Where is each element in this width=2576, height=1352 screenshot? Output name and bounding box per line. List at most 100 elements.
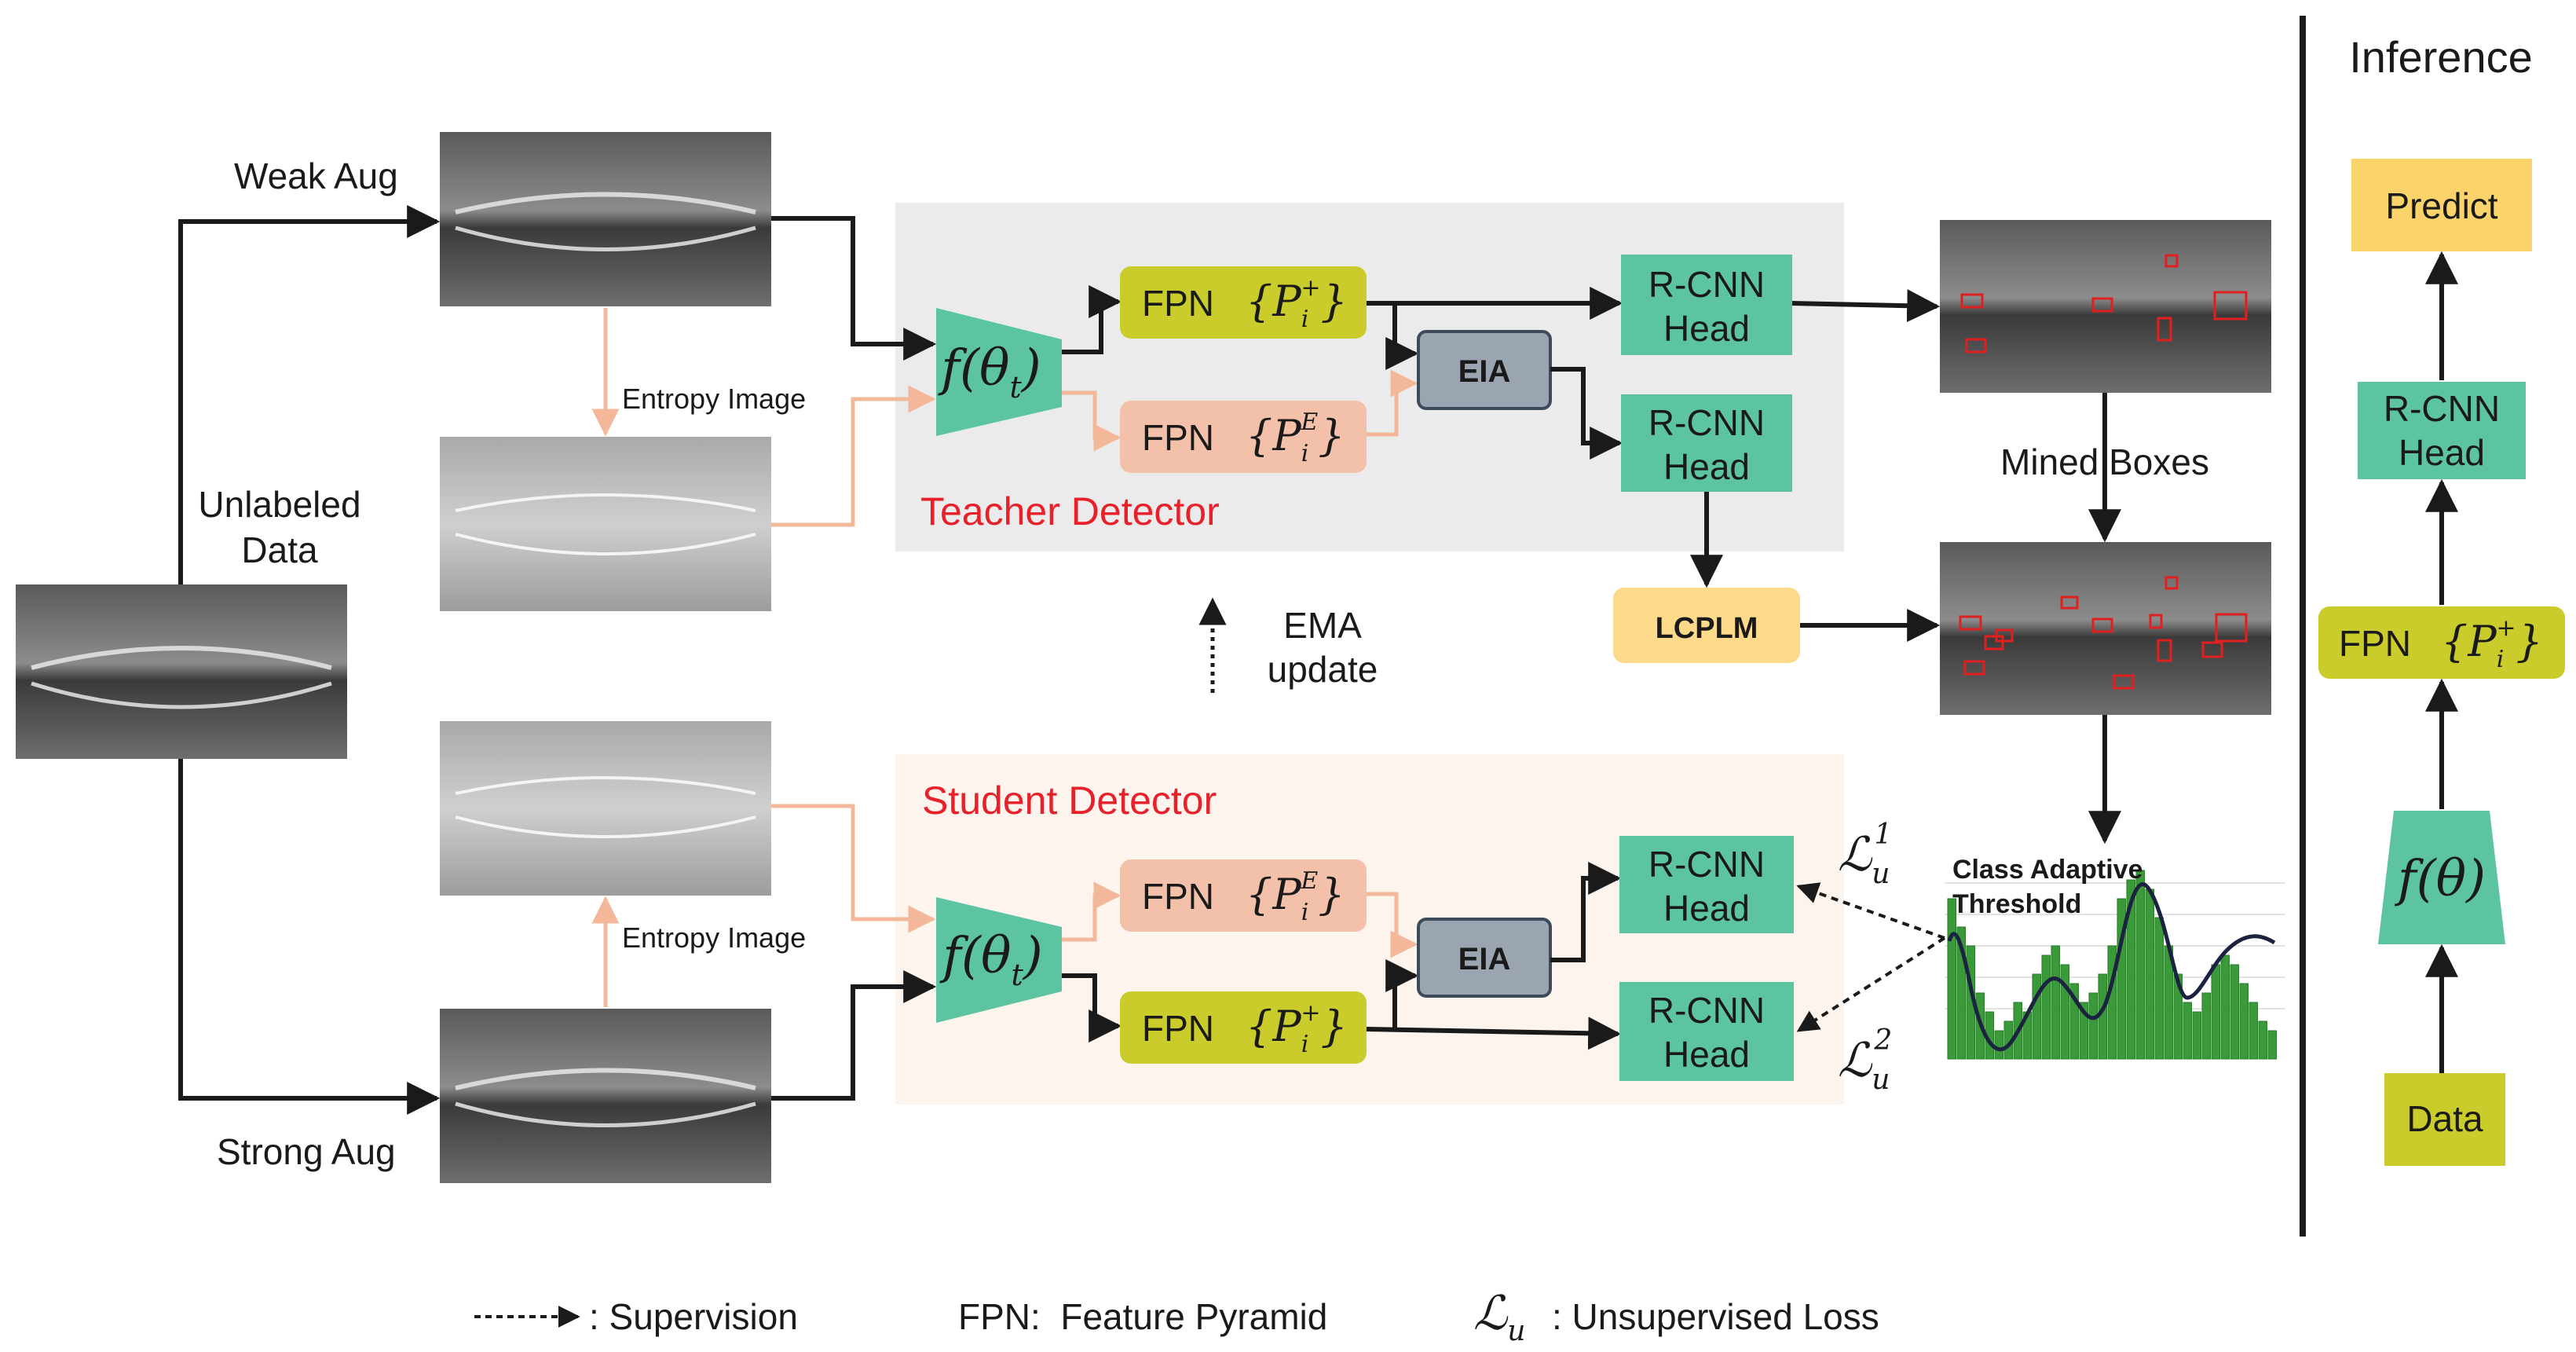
student-backbone-to-fpn-connector: [1062, 973, 1122, 1042]
inference-rcnn-line2: Head: [2399, 432, 2485, 473]
student-fpn-box: FPN {Pi+}: [1120, 991, 1367, 1064]
student-eia-box: EIA: [1417, 918, 1552, 998]
threshold-bar: [1994, 1030, 2003, 1060]
inference-fpn-box: FPN {Pi+}: [2318, 606, 2565, 679]
student-fpn-entropy-to-eia-connector: [1367, 892, 1418, 958]
teacher-backbone-to-fpn-connector: [1062, 285, 1122, 354]
student-fpn-entropy-set: {PiE}: [1246, 867, 1345, 926]
ema-label-line1: EMA: [1283, 605, 1362, 646]
threshold-bar: [1956, 926, 1966, 1060]
data-label: Data: [2406, 1098, 2483, 1139]
threshold-bar: [2267, 1030, 2277, 1060]
threshold-bar: [2145, 889, 2154, 1060]
teacher-fpn-box: FPN {Pi+}: [1120, 266, 1367, 339]
teacher-detector-title: Teacher Detector: [920, 489, 1220, 533]
teacher-backbone-to-fpn-entropy-connector: [1062, 390, 1122, 452]
threshold-bar: [2192, 1011, 2201, 1060]
threshold-bar: [2211, 964, 2220, 1060]
entropy-to-student-backbone-connector: [771, 804, 936, 933]
legend-loss-symbol: ℒu: [1473, 1286, 1525, 1347]
inference-rcnn-line1: R-CNN: [2384, 388, 2500, 429]
teacher-backbone: f(θt): [936, 308, 1062, 436]
inference-fpn-set: {Pi+}: [2441, 614, 2543, 673]
threshold-bar: [1947, 898, 1956, 1060]
teacher-fpn-entropy-box: FPN {PiE}: [1120, 401, 1367, 473]
student-fpn-set: {Pi+}: [1246, 999, 1348, 1058]
student-backbone-to-fpn-entropy-connector: [1062, 881, 1122, 942]
loss-2-label: ℒu2: [1838, 1024, 1892, 1096]
lcplm-label: LCPLM: [1656, 612, 1758, 645]
threshold-bar: [2079, 1002, 2088, 1060]
student-fpn-entropy-label: FPN: [1142, 876, 1214, 917]
threshold-bar: [2126, 879, 2135, 1060]
student-rcnn-head-bottom: R-CNN Head: [1619, 982, 1794, 1081]
loss-1-label: ℒu1: [1838, 819, 1892, 890]
weak-to-teacher-backbone-connector: [771, 216, 937, 361]
entropy-image-label-bottom: Entropy Image: [622, 921, 806, 954]
teacher-eia-to-rcnn-connector: [1550, 367, 1623, 460]
threshold-bar: [2032, 973, 2041, 1060]
predict-label: Predict: [2385, 185, 2497, 226]
unlabeled-to-weak-connector: [178, 205, 441, 584]
teacher-eia-label: EIA: [1458, 354, 1511, 389]
lcplm-box: LCPLM: [1613, 588, 1800, 663]
teacher-rcnn-head-top: R-CNN Head: [1621, 255, 1792, 355]
teacher-rcnn-top-line2: Head: [1663, 308, 1750, 349]
mined-output-xray-image: [1940, 542, 2271, 715]
supervision-arrow-1: [1796, 882, 1945, 940]
threshold-bar: [2173, 973, 2183, 1060]
student-fpn-entropy-box: FPN {PiE}: [1120, 859, 1367, 932]
threshold-bar: [2220, 954, 2230, 1060]
student-detector-title: Student Detector: [922, 779, 1217, 823]
student-backbone: f(θt): [936, 897, 1062, 1023]
threshold-label-line2: Threshold: [1952, 889, 2081, 919]
teacher-eia-box: EIA: [1417, 330, 1552, 410]
inference-backbone: f(θ): [2378, 811, 2505, 944]
student-rcnn-head-top: R-CNN Head: [1619, 836, 1794, 933]
unlabeled-data-label-line2: Data: [241, 529, 318, 570]
student-rcnn-top-line2: Head: [1663, 888, 1750, 929]
student-rcnn-top-line1: R-CNN: [1648, 844, 1765, 885]
strong-entropy-image: [440, 721, 771, 896]
teacher-fpn-entropy-to-eia-connector: [1367, 369, 1418, 437]
student-fpn-to-rcnn-connector: [1366, 1017, 1622, 1050]
teacher-rcnn-bottom-line1: R-CNN: [1648, 402, 1765, 443]
legend-loss-text: : Unsupervised Loss: [1552, 1296, 1879, 1337]
unlabeled-to-strong-connector: [178, 759, 441, 1115]
weak-aug-xray-image: [440, 132, 771, 306]
teacher-rcnn-bottom-line2: Head: [1663, 446, 1750, 487]
threshold-bar: [2135, 870, 2145, 1060]
threshold-bar: [2117, 898, 2126, 1060]
threshold-curve: [1947, 882, 2276, 1052]
teacher-fpn-entropy-set: {PiE}: [1246, 409, 1345, 467]
data-box: Data: [2384, 1073, 2505, 1166]
predict-box: Predict: [2351, 159, 2532, 251]
student-eia-to-rcnn-connector: [1550, 862, 1622, 962]
threshold-bar: [2201, 992, 2211, 1060]
teacher-fpn-set: {Pi+}: [1246, 274, 1348, 333]
student-rcnn-bottom-line1: R-CNN: [1648, 990, 1765, 1031]
threshold-label-line1: Class Adaptive: [1952, 855, 2143, 885]
inference-fpn-label: FPN: [2339, 623, 2411, 664]
student-rcnn-bottom-line2: Head: [1663, 1034, 1750, 1075]
teacher-output-xray-image: [1940, 220, 2271, 393]
entropy-image-label-top: Entropy Image: [622, 383, 806, 415]
threshold-bar: [2230, 964, 2239, 1060]
inference-title: Inference: [2349, 32, 2533, 82]
teacher-fpn-label: FPN: [1142, 283, 1214, 324]
svg-text:f(θ): f(θ): [2395, 850, 2486, 908]
class-adaptive-threshold-chart: Class Adaptive Threshold: [1945, 855, 2285, 1060]
legend-fpn-text: FPN: Feature Pyramid: [958, 1296, 1327, 1337]
threshold-bar: [2051, 945, 2060, 1060]
legend-supervision-text: : Supervision: [589, 1296, 798, 1337]
student-fpn-label: FPN: [1142, 1008, 1214, 1049]
unlabeled-data-label-line1: Unlabeled: [198, 484, 360, 525]
strong-aug-label: Strong Aug: [217, 1131, 396, 1172]
threshold-bar: [2069, 983, 2079, 1060]
student-fpn-to-eia-connector: [1385, 959, 1419, 1029]
threshold-bar: [2041, 954, 2051, 1060]
inference-rcnn-head: R-CNN Head: [2358, 382, 2526, 479]
svg-text:f(θt): f(θt): [938, 339, 1041, 405]
threshold-bar: [2183, 1002, 2192, 1060]
